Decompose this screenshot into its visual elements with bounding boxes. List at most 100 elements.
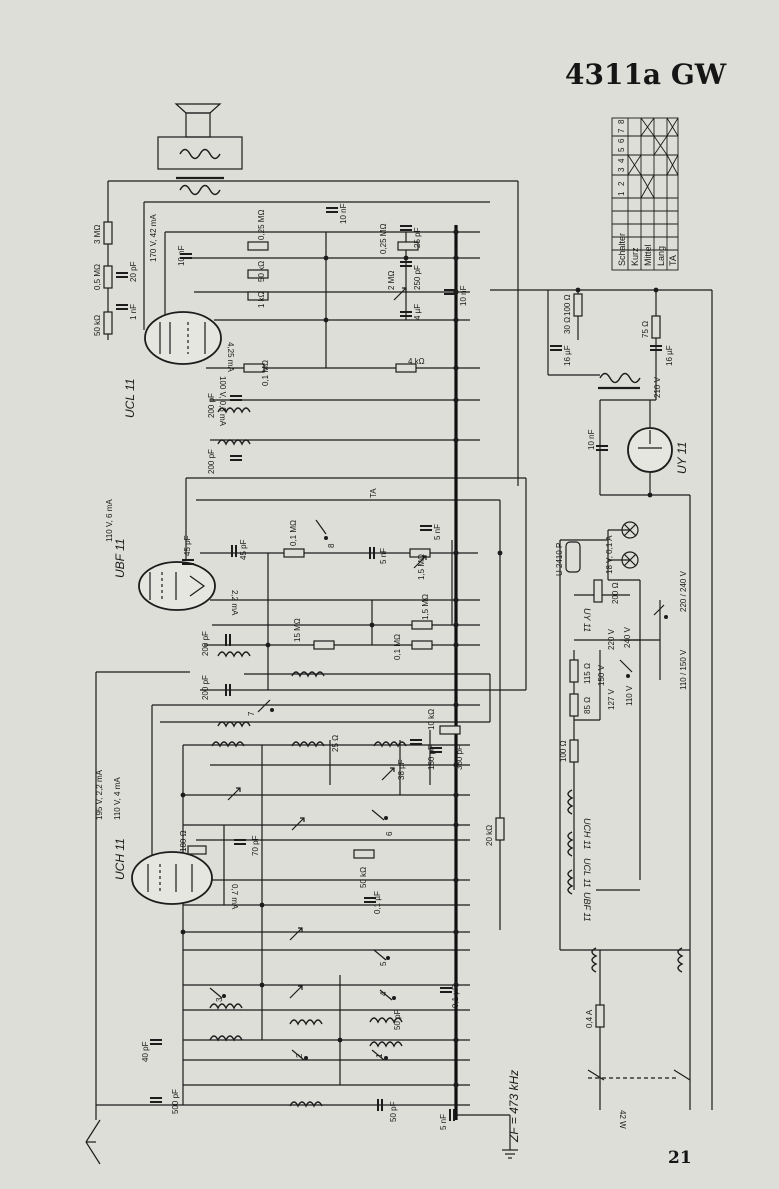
value-label: 30 Ω	[563, 317, 572, 334]
value-label: 75 Ω	[641, 321, 650, 338]
value-label: 110 V, 6 mA	[105, 499, 114, 542]
value-label: 220 V	[607, 628, 616, 650]
value-label: 10 nF	[459, 285, 468, 306]
value-label: 2 MΩ	[387, 271, 396, 290]
value-label: 4 µF	[413, 304, 422, 320]
value-label: 210 V	[653, 376, 662, 398]
value-label: 15 MΩ	[293, 618, 302, 642]
table-row-label-lang: Lang	[656, 246, 666, 266]
if-frequency-label: ZF = 473 kHz	[507, 1070, 521, 1143]
value-label: 170 V, 42 mA	[149, 214, 158, 262]
value-label: 5 nF	[433, 524, 442, 540]
switch-table: Schalter Kurz Mittel Lang TA 1 2 3 4 5 6…	[611, 117, 679, 271]
table-row-label-mittel: Mittel	[643, 244, 653, 266]
value-label: 5 nF	[439, 1114, 448, 1130]
value-label: 100 Ω	[563, 294, 572, 316]
table-row-label-kurz: Kurz	[630, 247, 640, 266]
value-label: 200 pF	[207, 449, 216, 474]
value-label: 42 W	[618, 1110, 627, 1129]
ubf11-tube	[138, 561, 216, 611]
label-ucl11: UCL 11	[123, 378, 137, 418]
label-uy11: UY 11	[675, 442, 689, 474]
value-label: 0,1 MΩ	[393, 634, 402, 660]
value-label: 25 pF	[413, 227, 422, 248]
value-label: 20 pF	[129, 261, 138, 282]
value-label: 200 pF	[207, 393, 216, 418]
value-label: 70 pF	[251, 835, 260, 856]
ucl11-tube	[144, 311, 222, 365]
value-label: 1	[375, 1053, 384, 1058]
value-label: 250 pF	[413, 265, 422, 290]
antenna-icon	[85, 1119, 101, 1165]
value-label: 4,25 mA	[226, 342, 235, 372]
value-label: 3	[215, 997, 224, 1002]
table-col-3: 3	[617, 167, 626, 172]
heater-uy11: UY 11	[582, 608, 592, 632]
label-uch11: UCH 11	[113, 838, 127, 880]
value-label: 5	[379, 961, 388, 966]
table-col-8: 8	[617, 119, 626, 124]
table-col-7: 7	[617, 128, 626, 133]
value-label: 150 V	[597, 664, 606, 686]
value-label: 180 Ω	[179, 830, 188, 852]
value-label: 50 kΩ	[257, 261, 266, 282]
value-label: 2,2 mA	[230, 590, 239, 616]
value-label: 7	[247, 711, 256, 716]
value-label: 200 Ω	[611, 582, 620, 604]
label-ubf11: UBF 11	[113, 538, 127, 578]
value-label: 110 V	[625, 685, 634, 706]
uch11-tube	[131, 851, 213, 905]
value-label: 10 nF	[587, 429, 596, 450]
value-label: U 2410 P	[555, 543, 564, 576]
value-label: 115 Ω	[583, 663, 592, 684]
value-label: 110 V, 4 mA	[113, 777, 122, 820]
loudspeaker-icon	[157, 103, 243, 196]
value-label: 25 Ω	[331, 735, 340, 752]
value-label: 5 nF	[379, 548, 388, 564]
values-power: 100 Ω 30 Ω 16 µF 75 Ω 16 µF 210 V 10 nF …	[555, 294, 688, 1129]
value-label: 127 V	[607, 688, 616, 710]
table-col-6: 6	[617, 138, 626, 143]
value-label: 1 nF	[129, 304, 138, 320]
table-row-label-schalter: Schalter	[617, 233, 627, 266]
table-col-1: 1	[617, 191, 626, 196]
value-label: 38 pF	[397, 759, 406, 780]
value-label: 50 pF	[393, 1009, 402, 1030]
value-label: TA	[369, 488, 378, 498]
table-col-2: 2	[617, 181, 626, 186]
uy11-tube	[627, 427, 673, 473]
value-label: 0,25 MΩ	[379, 224, 388, 254]
value-label: 50 pF	[389, 1101, 398, 1122]
value-label: 1,5 MΩ	[417, 554, 426, 580]
value-label: 150 pF	[427, 745, 436, 770]
value-label: 50 kΩ	[93, 315, 102, 336]
table-row-label-ta: TA	[668, 255, 678, 266]
value-label: 200 pF	[201, 675, 210, 700]
value-label: 45 pF	[239, 539, 248, 560]
value-label: 110 / 150 V	[679, 649, 688, 690]
value-label: 45 pF	[183, 535, 192, 556]
value-label: 2	[295, 1053, 304, 1058]
value-label: 240 V	[623, 626, 632, 648]
value-label: 0,1 µF	[451, 985, 460, 1008]
heater-ubf11: UBF 11	[582, 892, 592, 922]
heater-ucl11: UCL 11	[582, 858, 592, 888]
capacitors	[116, 207, 662, 1121]
pilot-lamp-icon	[621, 521, 639, 569]
value-label: 20 kΩ	[485, 825, 494, 846]
value-label: 10 nF	[177, 245, 186, 266]
value-label: 85 Ω	[583, 697, 592, 714]
values-low: 195 V, 2,2 mA 110 V, 4 mA 25 Ω 38 pF 10 …	[95, 709, 494, 1130]
value-label: 0,4 A	[585, 1009, 594, 1028]
value-label: 380 pF	[455, 745, 464, 770]
value-label: 3 MΩ	[93, 225, 102, 244]
variable-capacitors	[227, 287, 427, 999]
value-label: 16 µF	[563, 345, 572, 366]
power-supply-wiring	[490, 289, 713, 1110]
value-label: 10 nF	[339, 203, 348, 224]
value-label: 220 / 240 V	[679, 570, 688, 612]
value-label: 4 kΩ	[408, 357, 425, 366]
values-mid: 200 pF 200 pF 110 V, 6 mA 45 pF 45 pF 0,…	[105, 393, 442, 716]
value-label: 1,5 MΩ	[421, 594, 430, 620]
